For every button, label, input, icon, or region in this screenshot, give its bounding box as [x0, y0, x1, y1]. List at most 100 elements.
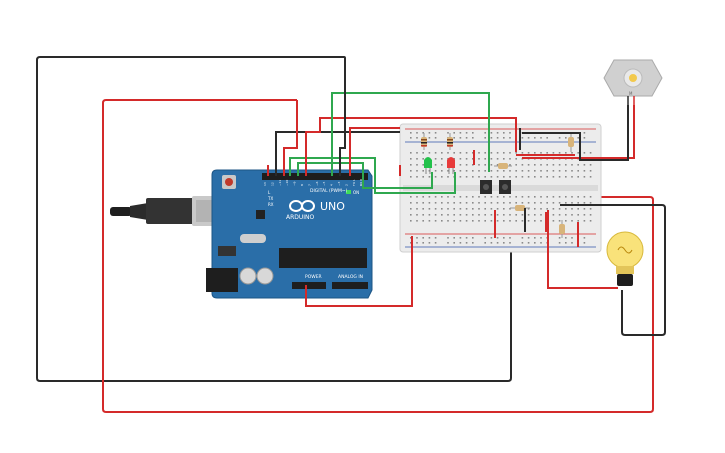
- pushbutton[interactable]: [499, 180, 511, 194]
- breadboard-hole: [527, 176, 530, 178]
- breadboard-hole: [496, 202, 499, 204]
- breadboard-hole: [478, 220, 480, 222]
- resistor[interactable]: [494, 163, 512, 169]
- breadboard-hole: [447, 242, 449, 244]
- breadboard-hole: [589, 196, 592, 198]
- breadboard-hole: [577, 152, 579, 154]
- digital-pin-label: 2: [344, 184, 348, 186]
- breadboard-hole: [503, 242, 505, 244]
- motor-shaft-icon: [629, 74, 637, 82]
- breadboard-hole: [540, 196, 542, 198]
- resistor[interactable]: [421, 133, 427, 150]
- breadboard-hole: [589, 176, 592, 178]
- resistor[interactable]: [559, 220, 565, 238]
- breadboard-hole: [416, 237, 418, 239]
- wire-green-12[interactable]: [289, 157, 456, 194]
- breadboard-hole: [509, 137, 511, 139]
- analog-pin-header[interactable]: [332, 282, 368, 289]
- breadboard-hole: [534, 237, 536, 239]
- resistor[interactable]: [510, 205, 530, 211]
- breadboard-hole: [434, 208, 437, 210]
- breadboard-hole: [589, 152, 592, 154]
- wire-red-to-bulb[interactable]: [547, 210, 618, 289]
- breadboard-hole: [472, 132, 474, 134]
- breadboard-hole: [503, 208, 505, 210]
- pushbutton[interactable]: [480, 180, 492, 194]
- breadboard-hole: [496, 158, 499, 160]
- breadboard-hole: [478, 208, 480, 210]
- breadboard-hole: [583, 242, 586, 244]
- breadboard-hole: [503, 152, 505, 154]
- resistor[interactable]: [568, 133, 574, 152]
- breadboard-hole: [410, 132, 412, 134]
- breadboard-hole: [527, 237, 530, 239]
- breadboard-hole: [589, 202, 592, 204]
- breadboard-hole: [558, 242, 561, 244]
- breadboard-hole: [459, 137, 462, 139]
- wire-red-13-to-outer[interactable]: [283, 100, 298, 176]
- motor-label: M: [629, 91, 633, 96]
- breadboard-hole: [527, 208, 530, 210]
- breadboard-hole: [515, 170, 517, 172]
- breadboard-hole: [484, 137, 486, 139]
- wire-red-bb-to-motor[interactable]: [522, 105, 635, 159]
- breadboard-hole: [410, 202, 412, 204]
- breadboard-hole: [540, 242, 542, 244]
- digital-pin-label: ~11: [278, 180, 282, 186]
- rx-led-label: RX: [268, 202, 274, 207]
- breadboard-hole: [558, 137, 561, 139]
- breadboard-hole: [565, 176, 567, 178]
- wire-black-8[interactable]: [339, 63, 346, 176]
- breadboard-hole: [565, 152, 567, 154]
- wire-red-10[interactable]: [305, 117, 517, 176]
- breadboard-hole: [434, 196, 437, 198]
- breadboard-hole: [534, 242, 536, 244]
- breadboard-hole: [428, 214, 431, 216]
- breadboard-hole: [490, 196, 493, 198]
- breadboard-hole: [527, 202, 530, 204]
- wire-green-11[interactable]: [297, 162, 433, 189]
- breadboard-hole: [527, 214, 530, 216]
- breadboard-hole: [540, 208, 542, 210]
- breadboard-hole: [577, 170, 579, 172]
- power-pin-header[interactable]: [292, 282, 326, 289]
- breadboard-hole: [509, 202, 511, 204]
- breadboard-hole: [428, 220, 431, 222]
- breadboard-hole: [546, 152, 548, 154]
- breadboard-hole: [416, 132, 418, 134]
- breadboard-hole: [509, 214, 511, 216]
- light-bulb[interactable]: [606, 231, 644, 286]
- wire-black-bb-to-motor[interactable]: [522, 105, 629, 161]
- breadboard-hole: [577, 202, 579, 204]
- breadboard-hole: [465, 242, 468, 244]
- breadboard-hole: [422, 152, 424, 154]
- breadboard-hole: [571, 196, 573, 198]
- arduino-uno-board[interactable]: UNO ARDUINO DIGITAL (PWM~) POWER ANALOG …: [206, 169, 373, 299]
- wire-red-7[interactable]: [349, 127, 400, 176]
- breadboard-hole: [571, 214, 573, 216]
- breadboard-hole: [540, 176, 542, 178]
- wire-black-gnd[interactable]: [275, 131, 400, 176]
- breadboard-hole: [447, 152, 449, 154]
- breadboard-hole: [459, 214, 462, 216]
- breadboard-hole: [453, 220, 455, 222]
- led-red[interactable]: [447, 157, 455, 174]
- digital-pin-header[interactable]: [262, 173, 368, 180]
- breadboard-hole: [428, 237, 431, 239]
- wire-black-to-bulb[interactable]: [560, 204, 666, 336]
- wire-black-outer-loop[interactable]: [36, 56, 512, 382]
- breadboard-hole: [558, 164, 561, 166]
- dc-motor[interactable]: M: [603, 59, 663, 106]
- wire-red-5v[interactable]: [305, 236, 413, 307]
- breadboard-hole: [552, 196, 555, 198]
- breadboard-hole: [546, 208, 548, 210]
- breadboard-hole: [410, 152, 412, 154]
- breadboard-hole: [589, 214, 592, 216]
- breadboard-hole: [521, 202, 524, 204]
- wire-red-outer-loop[interactable]: [102, 99, 654, 413]
- breadboard-hole: [478, 202, 480, 204]
- led-green[interactable]: [424, 157, 432, 174]
- breadboard-hole: [441, 208, 443, 210]
- wire-green-9[interactable]: [331, 92, 490, 176]
- resistor[interactable]: [447, 133, 453, 150]
